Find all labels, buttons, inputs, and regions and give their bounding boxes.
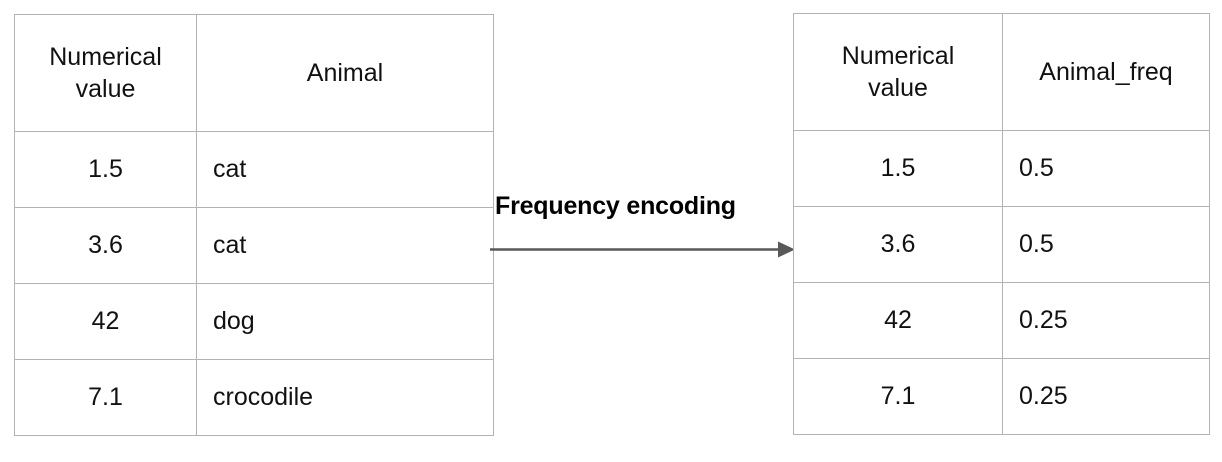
header-line-1: Numerical: [49, 43, 162, 71]
table-row: 3.6 0.5: [793, 206, 1210, 283]
table-row: 42 0.25: [793, 282, 1210, 359]
cell-numerical-value: 7.1: [793, 358, 1003, 435]
table-row: 1.5 cat: [14, 131, 494, 208]
table-row: 1.5 0.5: [793, 130, 1210, 207]
table-row: 42 dog: [14, 283, 494, 360]
cell-numerical-value: 42: [793, 282, 1003, 359]
header-line-2: value: [868, 74, 928, 102]
header-cell-numerical-value: Numerical value: [793, 13, 1003, 131]
cell-numerical-value: 42: [14, 283, 197, 360]
table-row: 7.1 0.25: [793, 358, 1210, 435]
transform-label: Frequency encoding: [495, 192, 736, 220]
header-cell-animal-freq: Animal_freq: [1002, 13, 1210, 131]
cell-animal-freq: 0.5: [1002, 130, 1210, 207]
cell-numerical-value: 1.5: [793, 130, 1003, 207]
header-cell-animal: Animal: [196, 14, 494, 132]
cell-animal: crocodile: [196, 359, 494, 436]
cell-animal-freq: 0.25: [1002, 282, 1210, 359]
header-cell-numerical-value: Numerical value: [14, 14, 197, 132]
header-line-1: Animal: [306, 59, 384, 87]
header-line-1: Animal_freq: [1039, 58, 1173, 86]
cell-animal-freq: 0.25: [1002, 358, 1210, 435]
table-header-row: Numerical value Animal: [14, 14, 494, 132]
table-row: 7.1 crocodile: [14, 359, 494, 436]
cell-animal-freq: 0.5: [1002, 206, 1210, 283]
table-header-row: Numerical value Animal_freq: [793, 13, 1210, 131]
right-arrow-icon: [490, 241, 795, 258]
header-line-2: value: [75, 75, 136, 103]
cell-numerical-value: 3.6: [14, 207, 197, 284]
cell-numerical-value: 7.1: [14, 359, 197, 436]
original-table: Numerical value Animal 1.5 cat 3.6 cat 4…: [14, 14, 494, 436]
cell-numerical-value: 1.5: [14, 131, 197, 208]
cell-animal: dog: [196, 283, 494, 360]
cell-animal: cat: [196, 207, 494, 284]
table-row: 3.6 cat: [14, 207, 494, 284]
cell-numerical-value: 3.6: [793, 206, 1003, 283]
header-line-1: Numerical: [841, 42, 955, 70]
encoded-table: Numerical value Animal_freq 1.5 0.5 3.6 …: [793, 13, 1210, 435]
cell-animal: cat: [196, 131, 494, 208]
